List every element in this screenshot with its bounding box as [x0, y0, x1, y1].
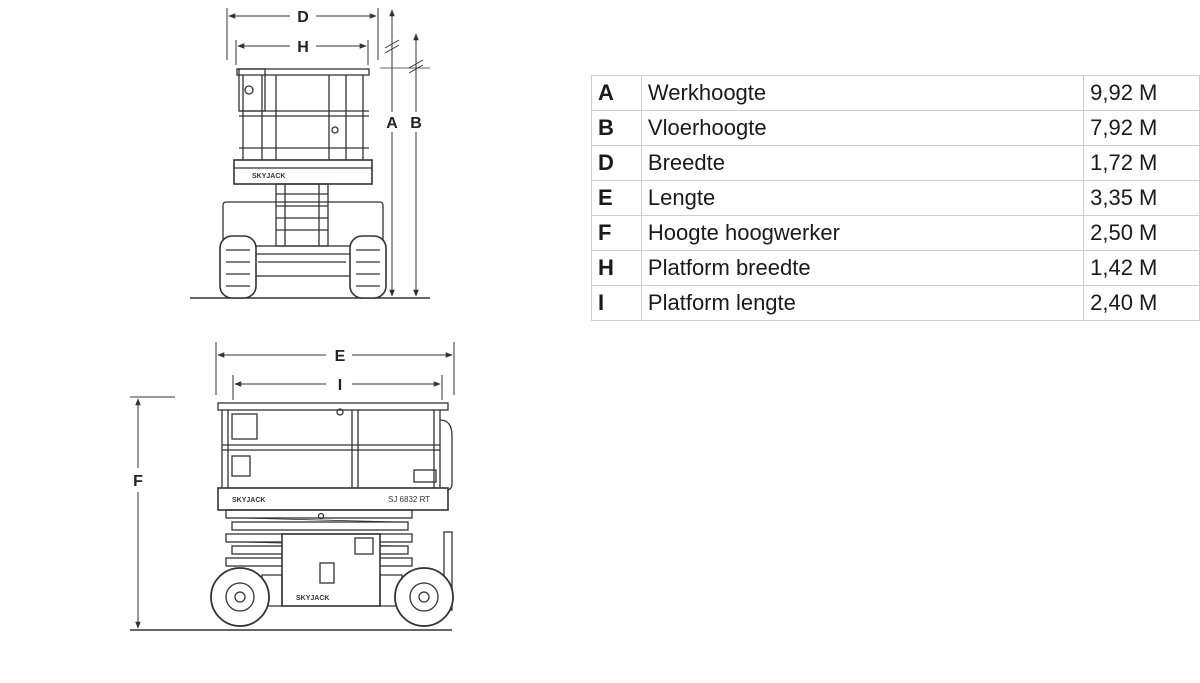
spec-key: E [591, 180, 642, 216]
dimension-label-a: A [386, 115, 398, 132]
spec-value: 2,50 M [1083, 215, 1200, 251]
spec-key: H [591, 250, 642, 286]
dimension-label-f: F [133, 473, 143, 490]
side-view [130, 342, 455, 631]
spec-value: 9,92 M [1083, 75, 1200, 111]
spec-label: Platform breedte [640, 250, 1085, 286]
table-row: B Vloerhoogte 7,92 M [591, 110, 1200, 146]
table-row: A Werkhoogte 9,92 M [591, 75, 1200, 111]
dimension-label-e: E [335, 348, 346, 365]
specifications-table: A Werkhoogte 9,92 M B Vloerhoogte 7,92 M… [591, 75, 1200, 321]
spec-key: F [591, 215, 642, 251]
spec-value: 2,40 M [1083, 285, 1200, 321]
spec-label: Lengte [640, 180, 1085, 216]
dimension-label-h: H [297, 39, 309, 56]
spec-key: B [591, 110, 642, 146]
spec-label: Platform lengte [640, 285, 1085, 321]
spec-label: Hoogte hoogwerker [640, 215, 1085, 251]
front-brand-logo: SKYJACK [252, 173, 285, 180]
spec-key: D [591, 145, 642, 181]
table-row: H Platform breedte 1,42 M [591, 250, 1200, 286]
spec-key: A [591, 75, 642, 111]
table-row: I Platform lengte 2,40 M [591, 285, 1200, 321]
spec-label: Vloerhoogte [640, 110, 1085, 146]
side-brand-logo: SKYJACK [232, 497, 265, 504]
spec-value: 7,92 M [1083, 110, 1200, 146]
spec-value: 1,42 M [1083, 250, 1200, 286]
spec-value: 1,72 M [1083, 145, 1200, 181]
table-row: D Breedte 1,72 M [591, 145, 1200, 181]
spec-value: 3,35 M [1083, 180, 1200, 216]
front-view [190, 8, 430, 299]
table-row: E Lengte 3,35 M [591, 180, 1200, 216]
side-model-label: SJ 6832 RT [388, 495, 430, 504]
dimension-label-d: D [297, 9, 309, 26]
spec-label: Breedte [640, 145, 1085, 181]
dimension-label-b: B [410, 115, 422, 132]
chassis-brand-logo: SKYJACK [296, 595, 329, 602]
spec-label: Werkhoogte [640, 75, 1085, 111]
dimension-label-i: I [338, 377, 342, 394]
table-row: F Hoogte hoogwerker 2,50 M [591, 215, 1200, 251]
spec-key: I [591, 285, 642, 321]
